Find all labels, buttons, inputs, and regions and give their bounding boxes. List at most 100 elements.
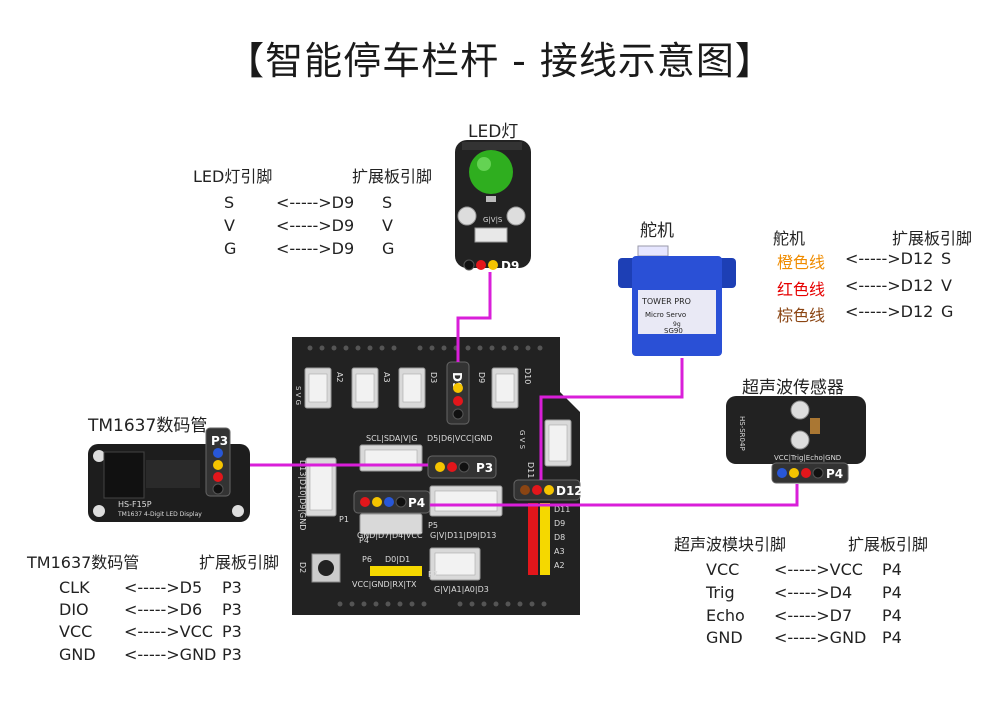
display-row-2-pin: VCC	[59, 622, 93, 641]
silk-p4: P4	[359, 536, 369, 545]
wire-led-d9	[456, 272, 492, 362]
ultrasonic-port-label: P4	[826, 467, 843, 481]
servo-module: TOWER PRO Micro Servo 9g SG90	[618, 245, 736, 356]
servo-row-1-arrow: <----->D12	[845, 276, 934, 295]
servo-brand: TOWER PRO	[641, 297, 691, 306]
right-col-2: D8	[554, 533, 565, 542]
display-subtitle: TM1637 4-Digit LED Display	[117, 511, 202, 518]
top-connector-row	[304, 367, 519, 409]
display-port-label: P3	[211, 434, 228, 448]
wire-servo-d12	[539, 358, 684, 480]
servo-row-2-pin: 棕色线	[777, 306, 826, 325]
ultrasonic-row-0-pin: VCC	[706, 560, 740, 579]
gvs-silk: G V S	[518, 430, 526, 450]
servo-row-2-board: G	[941, 302, 954, 321]
led-table-header-1: 扩展板引脚	[352, 167, 433, 186]
ultrasonic-pin-label: VCC|Trig|Echo|GND	[774, 454, 841, 462]
display-row-2-board: P3	[222, 622, 242, 641]
silk-a2: A2	[335, 372, 344, 383]
led-table-header-0: LED灯引脚	[193, 167, 273, 186]
silk-d9: D9	[477, 372, 486, 383]
silk-d10: D10	[523, 368, 532, 384]
servo-row-0-arrow: <----->D12	[845, 249, 934, 268]
servo-model-num: 9g	[673, 321, 681, 328]
ultrasonic-table-header-0: 超声波模块引脚	[674, 535, 787, 554]
ultrasonic-row-0-arrow: <----->VCC	[774, 560, 863, 579]
led-row-2-arrow: <----->D9	[276, 239, 355, 258]
silk-p5: P5	[428, 521, 438, 530]
servo-row-1-pin: 红色线	[777, 280, 826, 299]
display-row-3-pin: GND	[59, 645, 96, 664]
wires	[230, 272, 799, 507]
led-row-0-board: S	[382, 193, 393, 212]
wire-ultrasonic-p4	[430, 484, 799, 507]
silk-p1-pins: D13|D10|D9|GND	[298, 460, 307, 530]
ultrasonic-module: HS-SR04P VCC|Trig|Echo|GND P4	[726, 396, 866, 484]
led-port-label: D9	[501, 259, 519, 273]
led-row-0-pin: S	[224, 193, 235, 212]
silk-p7-pins: G|V|A1|A0|D3	[434, 585, 489, 594]
display-row-3-arrow: <----->GND	[124, 645, 217, 664]
led-row-0-arrow: <----->D9	[276, 193, 355, 212]
ultrasonic-row-2-pin: Echo	[706, 606, 745, 625]
silk-d0d1: D0|D1	[385, 555, 410, 564]
led-row-1-pin: V	[224, 216, 235, 235]
silk-p3-right: D5|D6|VCC|GND	[427, 434, 493, 443]
silk-a3: A3	[382, 372, 391, 383]
servo-row-0-board: S	[941, 249, 952, 268]
ultrasonic-row-1-board: P4	[882, 583, 902, 602]
display-row-3-board: P3	[222, 645, 242, 664]
right-col-1: D9	[554, 519, 565, 528]
led-module: G|V|S D9	[455, 140, 531, 273]
ultrasonic-row-3-pin: GND	[706, 628, 743, 647]
silk-d2: D2	[298, 562, 307, 573]
ultrasonic-model: HS-SR04P	[738, 416, 746, 451]
silk-d3: D3	[429, 372, 438, 383]
silk-p6: P6	[362, 555, 372, 564]
right-col-4: A2	[554, 561, 565, 570]
display-row-1-arrow: <----->D6	[124, 600, 203, 619]
silk-p5-pins: G|V|D11|D9|D13	[430, 531, 496, 540]
silk-p4-pins: GND|D7|D4|VCC	[357, 531, 423, 540]
servo-row-1-board: V	[941, 276, 952, 295]
servo-row-2-arrow: <----->D12	[845, 302, 934, 321]
display-table-header-1: 扩展板引脚	[199, 553, 280, 572]
p4-port-label: P4	[408, 496, 425, 510]
led-row-1-board: V	[382, 216, 393, 235]
servo-table-header-1: 扩展板引脚	[892, 229, 973, 248]
display-row-1-pin: DIO	[59, 600, 89, 619]
ultrasonic-row-2-arrow: <----->D7	[774, 606, 853, 625]
d12-port-label: D12	[556, 484, 583, 498]
led-row-2-board: G	[382, 239, 395, 258]
display-table-header-0: TM1637数码管	[27, 553, 140, 572]
ultrasonic-row-0-board: P4	[882, 560, 902, 579]
ultrasonic-table-header-1: 扩展板引脚	[848, 535, 929, 554]
display-row-0-arrow: <----->D5	[124, 578, 203, 597]
silk-p7: P7	[428, 570, 438, 579]
servo-model: Micro Servo	[645, 311, 686, 319]
ultrasonic-row-3-board: P4	[882, 628, 902, 647]
silk-p6-pins: VCC|GND|RX|TX	[352, 580, 417, 589]
ultrasonic-row-1-pin: Trig	[706, 583, 735, 602]
display-row-2-arrow: <----->VCC	[124, 622, 213, 641]
display-row-1-board: P3	[222, 600, 242, 619]
led-name: LED灯	[468, 122, 519, 142]
expansion-board: S V G A2 A3 D3 D9 D10 D9 D13|D10|D9|GND …	[292, 337, 583, 615]
p3-port-label: P3	[476, 461, 493, 475]
led-row-2-pin: G	[224, 239, 237, 258]
silk-d11: D11	[526, 462, 535, 478]
display-row-0-pin: CLK	[59, 578, 90, 597]
svg-silk: S V G	[294, 386, 302, 405]
display-model: HS-F15P	[118, 500, 152, 509]
display-name: TM1637数码管	[88, 416, 208, 436]
silk-p3-pins: SCL|SDA|V|G	[366, 434, 417, 443]
led-row-1-arrow: <----->D9	[276, 216, 355, 235]
page-title: 【智能停车栏杆 - 接线示意图】	[226, 39, 774, 83]
right-header-column	[516, 503, 550, 575]
servo-code: SG90	[664, 327, 683, 335]
ultrasonic-name: 超声波传感器	[742, 378, 844, 398]
ultrasonic-row-2-board: P4	[882, 606, 902, 625]
right-col-0: D11	[554, 505, 570, 514]
ultrasonic-row-3-arrow: <----->GND	[774, 628, 867, 647]
